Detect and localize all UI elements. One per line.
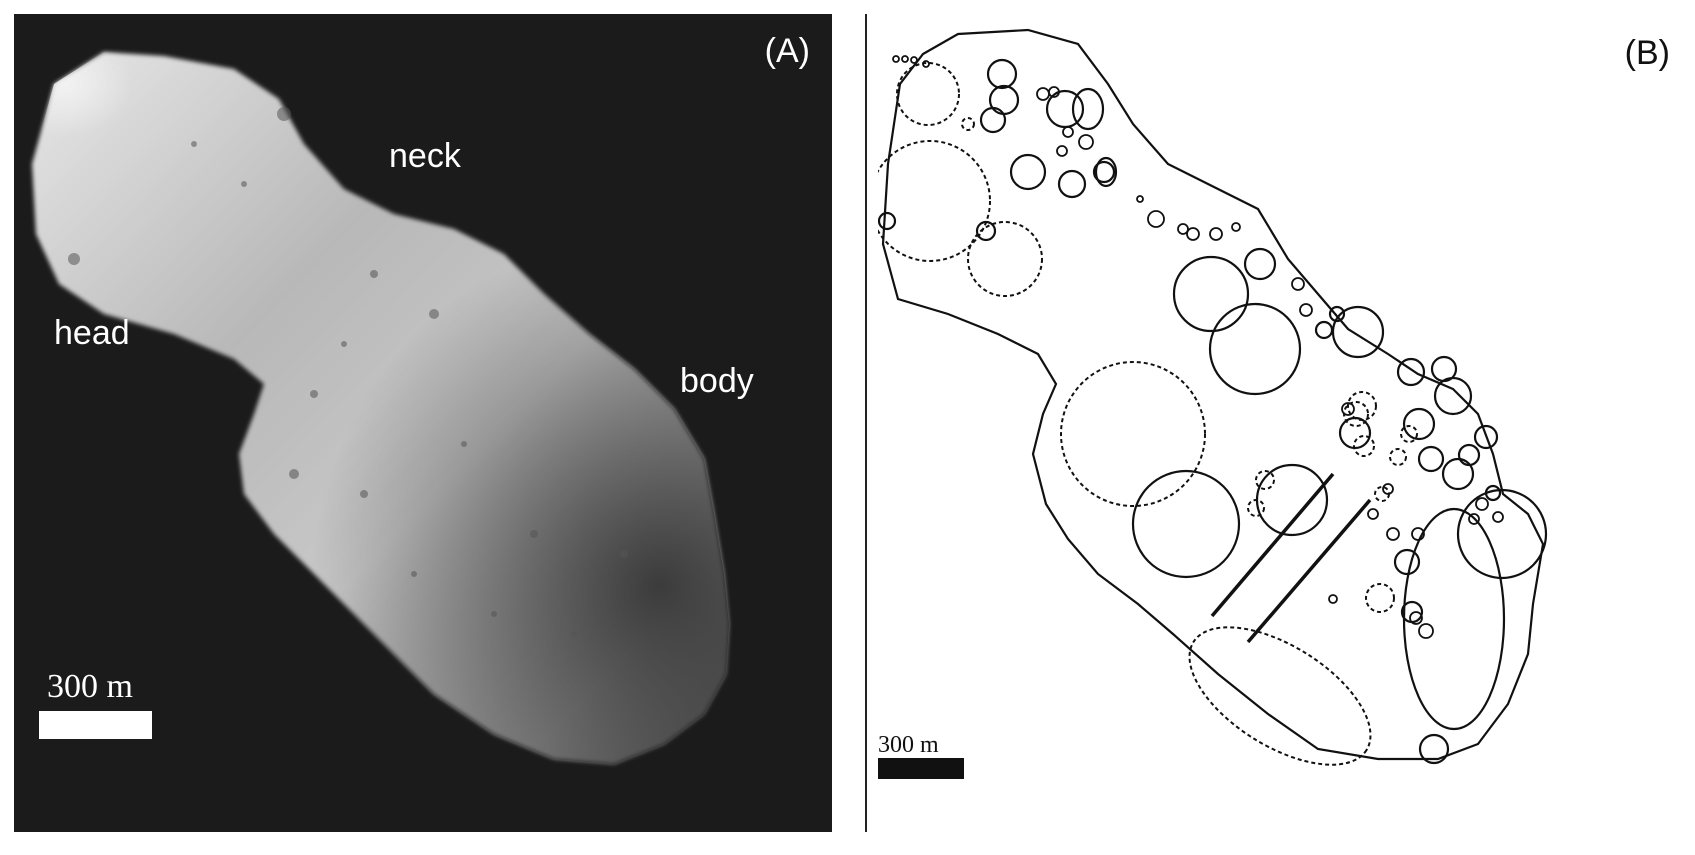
crater — [1433, 376, 1473, 416]
crater — [1389, 448, 1407, 466]
crater — [1400, 425, 1418, 443]
crater — [896, 62, 960, 126]
crater — [1418, 733, 1450, 765]
scale-bar — [39, 711, 152, 739]
crater — [1188, 626, 1372, 766]
body-label: body — [680, 362, 754, 400]
panel-b-letter: (B) — [1624, 34, 1670, 72]
nucleus-photo-image — [32, 52, 729, 764]
crater — [1255, 470, 1275, 490]
crater — [1172, 255, 1250, 333]
crater — [1484, 484, 1502, 502]
panel-b-scale-label: 300 m — [878, 732, 939, 758]
crater — [967, 221, 1043, 297]
crater-map-drawing — [878, 28, 1548, 779]
crater — [1247, 499, 1265, 517]
panel-a-scale-label: 300 m — [47, 668, 133, 705]
crater — [1092, 160, 1116, 184]
crater — [1402, 407, 1436, 441]
crater — [1060, 361, 1206, 507]
nucleus-outline — [881, 28, 1545, 761]
linear-features — [1210, 472, 1372, 644]
crater — [1328, 305, 1346, 323]
crater — [878, 140, 991, 262]
panel-a-photo: (A) head neck body 300 m — [14, 14, 832, 832]
crater — [1473, 424, 1499, 450]
crater — [878, 211, 897, 231]
crater — [1365, 583, 1395, 613]
crater — [1393, 548, 1421, 576]
crater — [988, 84, 1020, 116]
crater — [1457, 443, 1481, 467]
crater — [1331, 305, 1385, 359]
crater — [1353, 435, 1375, 457]
crater — [1314, 320, 1334, 340]
crater — [1417, 445, 1445, 473]
neck-label: neck — [389, 137, 461, 175]
crater — [1430, 355, 1458, 383]
scale-bar — [878, 758, 964, 779]
crater — [1071, 87, 1105, 131]
crater — [1057, 169, 1087, 199]
crater — [1009, 153, 1047, 191]
crater — [1456, 488, 1548, 580]
dashed-craters — [878, 62, 1418, 766]
crater — [1208, 302, 1302, 396]
crater — [979, 106, 1007, 134]
crater — [1402, 507, 1506, 731]
crater — [961, 117, 975, 131]
panel-b-map: (B) 300 m — [878, 14, 1688, 832]
crater — [1441, 457, 1475, 491]
crater — [1131, 469, 1241, 579]
crater — [1396, 357, 1426, 387]
crater — [986, 58, 1018, 90]
panel-divider — [865, 14, 867, 832]
crater — [1094, 156, 1118, 188]
panel-a-letter: (A) — [764, 32, 810, 70]
crater — [1243, 247, 1277, 281]
small-pits — [892, 55, 1504, 639]
crater — [1347, 391, 1377, 421]
head-label: head — [54, 314, 130, 352]
